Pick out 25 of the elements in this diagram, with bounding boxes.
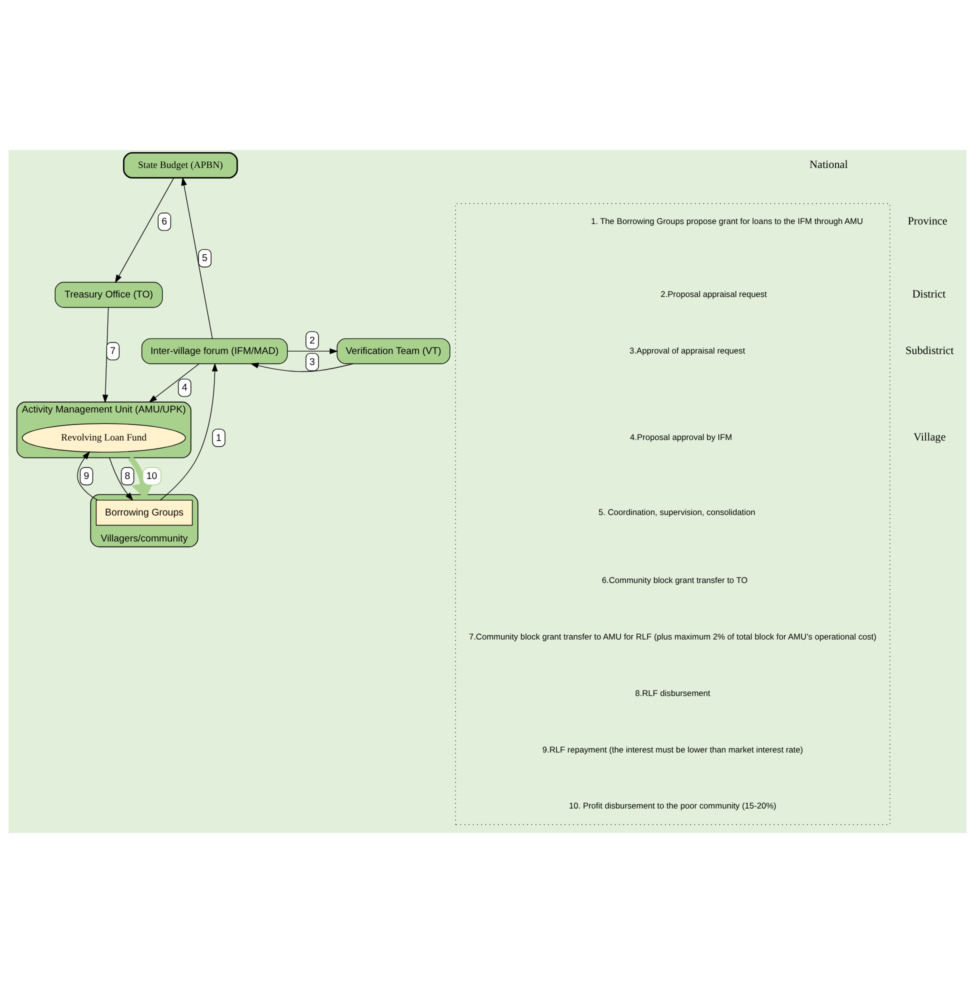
label: 1. The Borrowing Groups propose grant for loans to the IFM through AMU: [590, 215, 864, 226]
label: 4.Proposal approval by IFM: [630, 432, 732, 442]
label: District: [912, 288, 946, 300]
label: 9.RLF repayment (the interest must be lower than market interest rate): [542, 744, 804, 754]
edge-label: 2: [309, 334, 315, 346]
label: Village: [914, 431, 946, 444]
edge-label: 6: [162, 216, 168, 228]
label: 8.RLF disbursement: [635, 687, 710, 698]
label: 3.Approval of appraisal request: [630, 344, 746, 355]
edge-label: 5: [202, 252, 208, 264]
label: 2.Proposal appraisal request: [660, 288, 767, 298]
label: 5. Coordination, supervision, consolidation: [598, 506, 756, 516]
edge-label: 4: [182, 382, 188, 394]
edge-label: 7: [110, 346, 116, 357]
edge-label: 9: [84, 470, 90, 482]
edge-label: 1: [216, 432, 222, 444]
edge-label: 8: [124, 470, 130, 482]
label: 10. Profit disbursement to the poor community (15-20%): [569, 800, 776, 810]
label: Province: [908, 214, 948, 227]
label: Subdistrict: [905, 344, 954, 356]
label: 7.Community block grant transfer to AMU for RLF (plus maximum 2% of total block for AMU’s operational cost): [468, 631, 876, 642]
edge-label: 10: [146, 470, 158, 482]
label: National: [809, 158, 848, 170]
edge-label: 3: [309, 356, 315, 368]
label: 6.Community block grant transfer to TO: [602, 574, 748, 585]
